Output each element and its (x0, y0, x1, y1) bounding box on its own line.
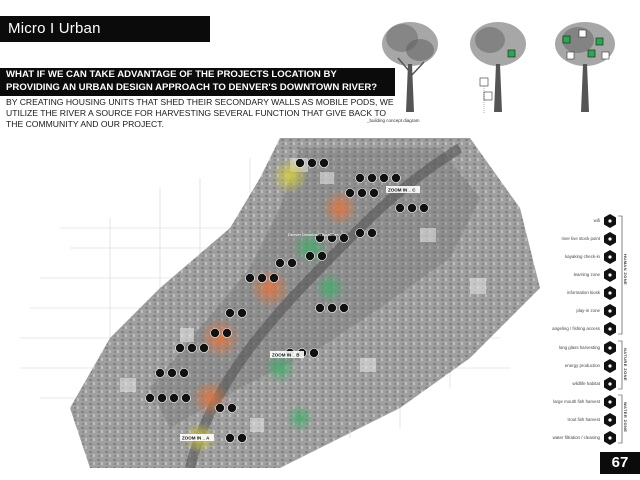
site-map: ZOOM IN _ C ZOOM IN _ B ZOOM IN _ A Denv… (20, 138, 540, 468)
map-legend: wifi river live stock point kayaking che… (500, 214, 630, 445)
tree-3 (555, 22, 615, 112)
page-number: 67 (600, 452, 640, 474)
legend-item: kayaking check-in (565, 254, 600, 259)
zone-label-human: HUMAN ZONE (623, 254, 628, 286)
zone-label-nature: NATURE ZONE (623, 348, 628, 381)
legend-item: wildlife habitat (572, 381, 600, 386)
legend-item: angeling / fishing access (552, 326, 600, 331)
svg-text:ZOOM IN _ C: ZOOM IN _ C (388, 188, 416, 193)
zoom-label-a: ZOOM IN _ A (180, 434, 214, 441)
zoom-label-b: ZOOM IN _ B (270, 351, 304, 358)
legend-item: learning zone (573, 272, 600, 277)
legend-icons (604, 214, 623, 445)
svg-text:ZOOM IN _ A: ZOOM IN _ A (182, 436, 210, 441)
legend-item: trout fish harvest (567, 417, 600, 422)
concept-diagram-caption: _building concept diagram (367, 118, 420, 123)
legend-item: large mouth fish harvest (553, 399, 600, 404)
zone-label-water: WATER ZONE (623, 402, 628, 433)
tree-2 (470, 22, 526, 114)
legend-item: information kiosk (567, 290, 600, 295)
question-heading: WHAT IF WE CAN TAKE ADVANTAGE OF THE PRO… (0, 68, 395, 96)
intro-body-text: BY CREATING HOUSING UNITS THAT SHED THEI… (6, 97, 394, 129)
legend-item: long glass harvesting (558, 345, 600, 350)
page-title: Micro I Urban (0, 16, 210, 42)
zoom-label-c: ZOOM IN _ C (386, 186, 420, 193)
legend-item: energy production (564, 363, 600, 368)
tree-1 (382, 22, 438, 112)
legend-item: water filtration / cleaning (552, 435, 600, 440)
legend-item: wifi (593, 218, 600, 223)
legend-item: play-in zone (576, 308, 600, 313)
legend-item: river live stock point (561, 236, 600, 241)
map-icons (145, 158, 429, 443)
svg-text:ZOOM IN _ B: ZOOM IN _ B (272, 353, 300, 358)
place-label: Denver Downtown Aquarium (288, 232, 339, 237)
building-concept-diagram (382, 22, 615, 114)
